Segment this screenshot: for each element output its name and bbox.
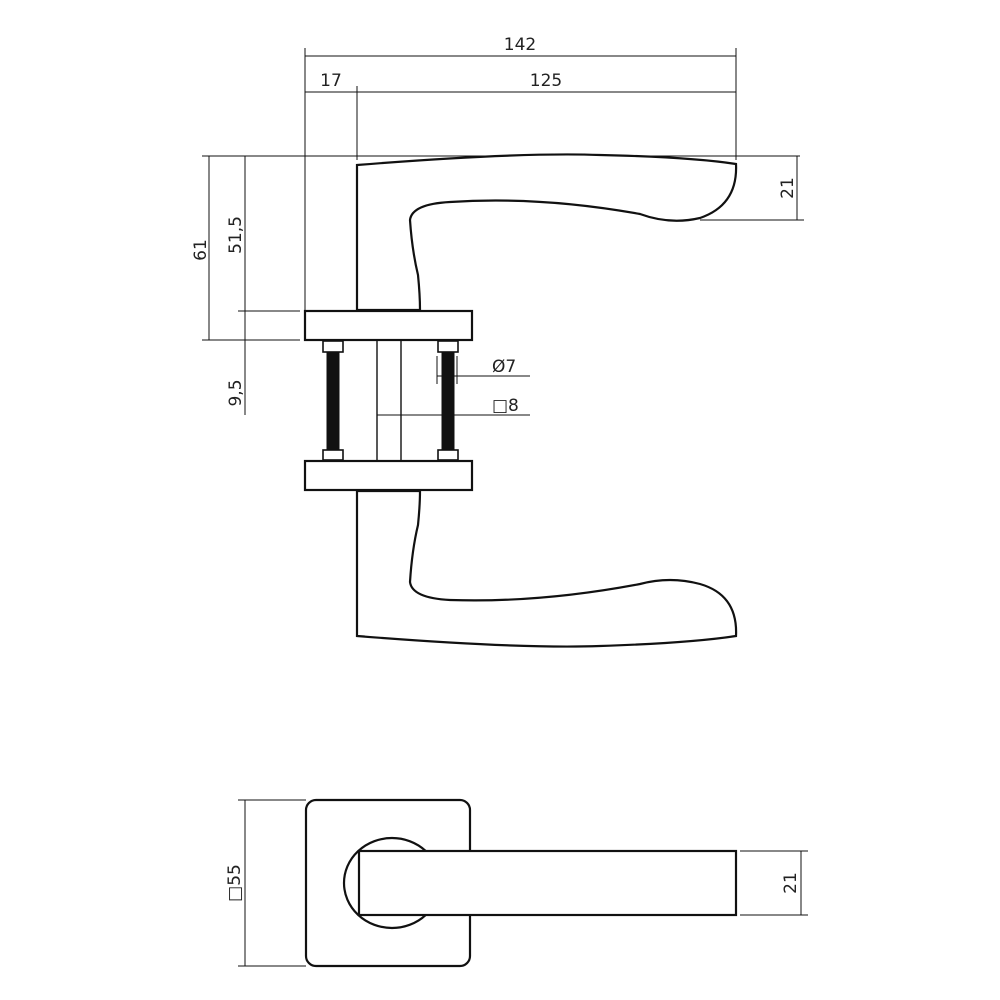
dim-142-label: 142	[504, 35, 536, 55]
screw-post-left	[326, 351, 340, 451]
dim-21-top-label: 21	[781, 872, 801, 894]
dim-125-label: 125	[530, 71, 562, 91]
dimension-overall-length: 142	[304, 35, 737, 312]
dim-21-side-label: 21	[778, 177, 798, 199]
dim-diameter-7-label: Ø7	[492, 357, 516, 377]
dimension-rose-offset-and-lever-length: 17 125	[305, 71, 736, 160]
dimension-screw-diameter: Ø7	[436, 356, 530, 384]
screw-cap-bottom-right	[437, 449, 459, 461]
dimension-spindle-square: □8	[377, 396, 530, 416]
dim-9-5-label: 9,5	[226, 379, 246, 406]
upper-lever	[355, 153, 738, 312]
spindle-assembly	[322, 340, 459, 461]
top-view: □55 21	[225, 798, 808, 968]
lever-bar-top-view	[357, 849, 738, 917]
screw-post-right	[441, 351, 455, 451]
dim-51-5-label: 51,5	[226, 216, 246, 254]
dim-square-55-label: □55	[225, 864, 245, 902]
dimension-heights: 61 51,5 9,5	[191, 155, 800, 415]
lower-lever	[355, 489, 738, 648]
dim-17-label: 17	[320, 71, 342, 91]
dimension-lever-end-height: 21	[700, 156, 804, 221]
screw-cap-top-left	[322, 340, 344, 353]
lower-rose-plate	[303, 459, 474, 492]
dim-square-8-label: □8	[492, 396, 519, 416]
dim-61-label: 61	[191, 239, 211, 261]
upper-rose-plate	[303, 309, 474, 342]
screw-cap-top-right	[437, 340, 459, 353]
screw-cap-bottom-left	[322, 449, 344, 461]
